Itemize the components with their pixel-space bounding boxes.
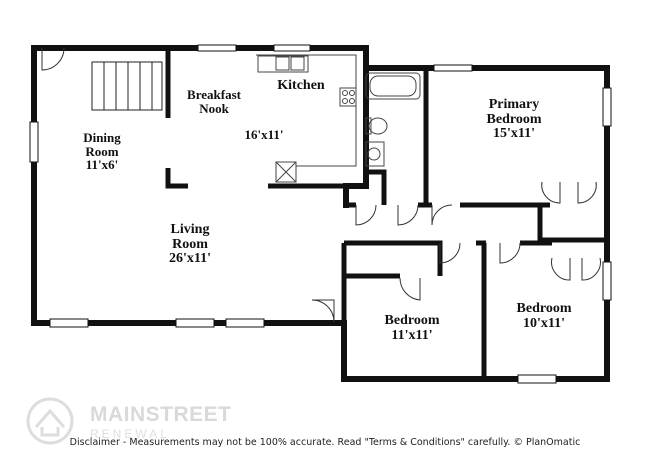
interior-walls: [165, 48, 607, 379]
label-bedroom-right: Bedroom 10'x11': [498, 301, 590, 331]
label-living-room: Living Room 26'x11': [148, 222, 232, 267]
kitchen-name: Kitchen: [277, 78, 325, 93]
staircase: [91, 61, 163, 111]
brand-sub: RENEWAL: [90, 427, 170, 441]
primary-size: 15'x11': [492, 126, 535, 142]
dining-size: 11'x6': [85, 157, 119, 173]
label-primary-bedroom: Primary Bedroom 15'x11': [464, 97, 564, 142]
windows: [29, 44, 612, 384]
bedroom-right-size: 10'x11': [522, 315, 565, 331]
label-dining-room: Dining Room 11'x6': [62, 131, 142, 172]
label-bedroom-middle: Bedroom 11'x11': [366, 313, 458, 343]
living-size: 26'x11': [168, 251, 211, 267]
kitchen-fixtures: [256, 54, 357, 183]
dining-line2: Room: [85, 143, 119, 159]
kitchen-size: 16'x11': [244, 127, 284, 142]
label-breakfast-nook: Breakfast Nook: [170, 88, 258, 115]
brand-name: MAINSTREET: [90, 403, 232, 426]
brand-watermark: MAINSTREET RENEWAL: [22, 397, 262, 445]
bedroom-mid-size: 11'x11': [391, 327, 433, 343]
label-kitchen: Kitchen: [254, 78, 348, 94]
bedroom-right-name: Bedroom: [516, 301, 572, 316]
primary-line2: Bedroom: [486, 111, 542, 127]
bath-fixtures: [365, 72, 421, 167]
disclaimer-text: Disclaimer - Measurements may not be 100…: [69, 437, 581, 448]
bedroom-mid-name: Bedroom: [384, 313, 440, 328]
primary-line1: Primary: [488, 97, 540, 112]
breakfast-nook-line2: Nook: [199, 100, 229, 116]
living-line2: Room: [172, 236, 208, 252]
doors: [41, 47, 601, 323]
dining-line1: Dining: [83, 130, 121, 145]
living-line1: Living: [170, 222, 210, 237]
label-kitchen-size: 16'x11': [224, 128, 304, 142]
brand-logo-icon: [26, 397, 74, 445]
breakfast-nook-line1: Breakfast: [187, 87, 241, 102]
